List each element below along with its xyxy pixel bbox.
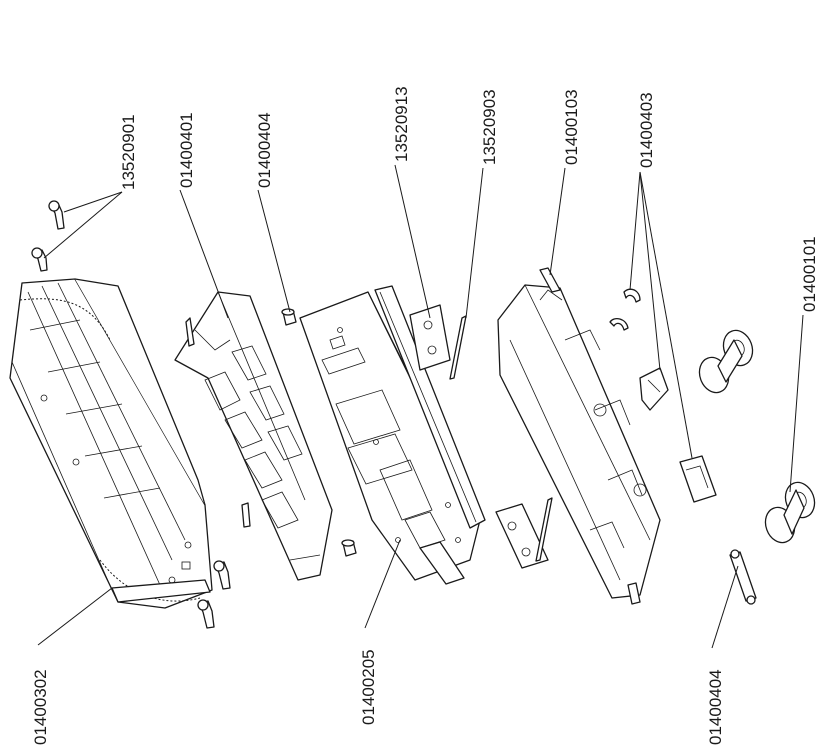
body-shell-part	[9, 278, 213, 609]
label-01400404-top: 01400404	[255, 112, 274, 188]
label-01400103: 01400103	[562, 89, 581, 165]
label-01400403: 01400403	[637, 92, 656, 168]
label-13520901: 13520901	[119, 114, 138, 190]
pin-part-13520901	[31, 200, 65, 272]
label-01400205: 01400205	[359, 649, 378, 725]
label-13520903: 13520903	[480, 89, 499, 165]
label-01400404-bottom: 01400404	[706, 669, 725, 745]
label-13520913: 13520913	[392, 86, 411, 162]
screw-part-lower	[729, 549, 757, 605]
main-frame-part	[497, 267, 661, 605]
label-01400302: 01400302	[31, 669, 50, 745]
screw-part-upper	[281, 308, 357, 557]
label-01400401: 01400401	[177, 112, 196, 188]
wheelset-part-lower	[764, 481, 816, 544]
frame-rail-part	[374, 285, 486, 585]
chassis-frame-part	[174, 291, 333, 581]
contact-plate-part	[409, 304, 549, 569]
pin-part-front	[197, 560, 231, 629]
label-01400101: 01400101	[800, 236, 816, 312]
rod-part	[449, 315, 553, 562]
coupler-part	[679, 455, 717, 503]
leader-lines	[37, 164, 804, 649]
part-labels: 13520901 01400401 01400404 13520913 1352…	[31, 86, 816, 745]
wheelset-part-upper	[698, 329, 754, 394]
clip-part	[609, 288, 669, 411]
